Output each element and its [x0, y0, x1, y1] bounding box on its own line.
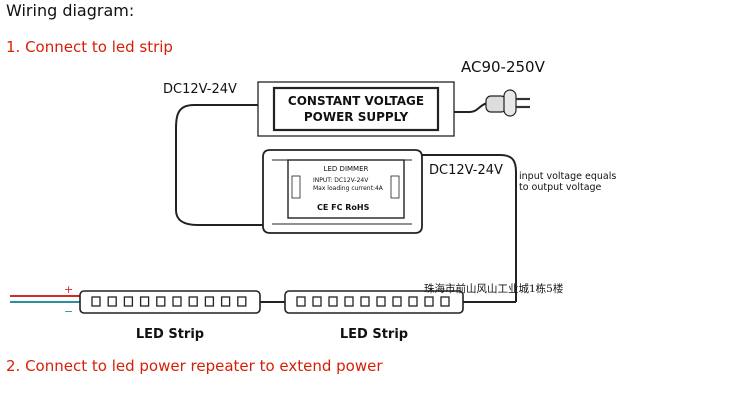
led-chip — [360, 296, 370, 307]
led-chip — [188, 296, 198, 307]
led-chip — [91, 296, 101, 307]
led-chip — [172, 296, 182, 307]
dc-cable-to-strip — [422, 154, 517, 292]
led-chips-1 — [91, 296, 247, 307]
voltage-note-line2: to output voltage — [519, 182, 602, 193]
dimmer-current-spec: Max loading current:4A — [313, 185, 384, 192]
dc-output-label: DC12V-24V — [163, 82, 237, 97]
led-chip — [220, 296, 231, 307]
dc-cable-to-dimmer — [175, 104, 267, 226]
power-supply-line1: CONSTANT VOLTAGE — [288, 94, 424, 108]
led-chips-2 — [296, 296, 450, 307]
ac-cable — [454, 102, 489, 113]
certification-marks: CE FC RoHS — [317, 203, 370, 212]
power-supply-line2: POWER SUPPLY — [304, 110, 409, 124]
ac-input-label: AC90-250V — [461, 58, 545, 76]
power-supply: CONSTANT VOLTAGE POWER SUPPLY — [257, 81, 455, 137]
led-chip — [328, 296, 338, 307]
strip-1-label: LED Strip — [136, 327, 204, 342]
dimmer-output-label: DC12V-24V — [429, 163, 503, 178]
positive-sign: + — [64, 283, 73, 296]
led-chip — [376, 296, 386, 307]
led-chip — [123, 296, 134, 307]
led-strip-2: LED Strip — [284, 290, 464, 342]
page-title: Wiring diagram: — [6, 1, 135, 20]
led-chip — [139, 296, 150, 307]
led-dimmer: LED DIMMER INPUT: DC12V-24V Max loading … — [262, 149, 423, 234]
ac-plug-icon — [485, 89, 530, 117]
led-chip — [107, 296, 117, 307]
led-chip — [156, 296, 166, 307]
led-chip — [344, 296, 354, 307]
dimmer-name: LED DIMMER — [324, 165, 369, 173]
led-strip-1: LED Strip — [79, 290, 261, 342]
led-chip — [424, 296, 434, 307]
led-chip — [392, 296, 402, 307]
negative-sign: − — [64, 305, 73, 318]
step-2-heading: 2. Connect to led power repeater to exte… — [6, 357, 383, 375]
dimmer-input-spec: INPUT: DC12V-24V — [313, 177, 369, 184]
step-1-heading: 1. Connect to led strip — [6, 38, 173, 56]
address-watermark: 珠海市前山风山工业城1栋5楼 — [424, 283, 564, 295]
voltage-note-line1: input voltage equals — [519, 171, 617, 182]
led-chip — [296, 296, 306, 307]
led-chip — [204, 296, 215, 307]
strip-2-label: LED Strip — [340, 327, 408, 342]
led-chip — [237, 296, 247, 307]
led-chip — [440, 296, 450, 307]
led-chip — [408, 296, 418, 307]
led-chip — [312, 296, 322, 307]
